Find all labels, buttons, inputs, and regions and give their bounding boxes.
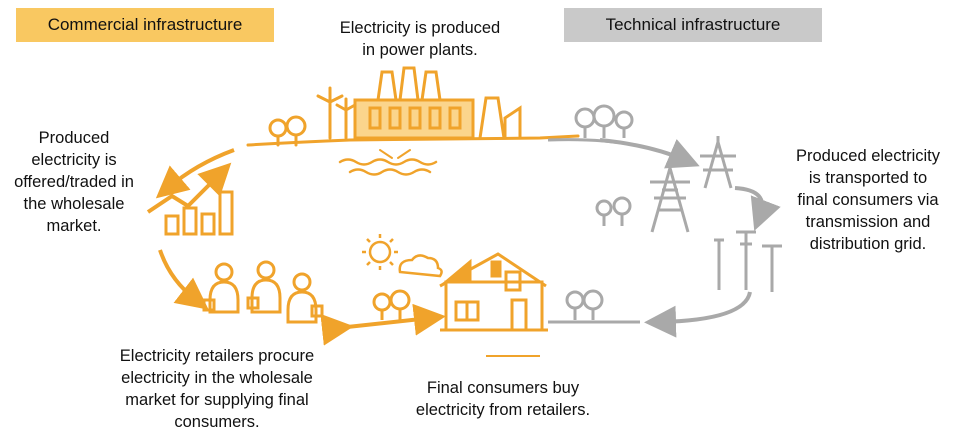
arrow-retailers-consumers <box>320 303 446 346</box>
arrow-market-to-retailers <box>158 249 209 310</box>
sun-cloud-icon <box>362 234 443 278</box>
power-plant-icon <box>246 66 580 176</box>
wholesale-caption: Produced electricity is offered/traded i… <box>14 129 134 235</box>
trees-top-right-icon <box>547 104 641 148</box>
distribution-poles-icon <box>644 230 782 338</box>
trees-bottom-right-icon <box>548 289 640 324</box>
retailers-caption: Electricity retailers procure electricit… <box>119 347 315 431</box>
production-caption: Electricity is produced in power plants. <box>339 19 501 59</box>
arrow-plant-to-grid <box>599 138 700 169</box>
arrow-plant-to-market <box>155 148 235 199</box>
house-icon <box>439 252 548 332</box>
technical-infrastructure-badge: Technical infrastructure <box>564 8 822 42</box>
retailers-people-icon <box>202 260 324 324</box>
transmission-pylon-icon <box>595 136 781 233</box>
commercial-infrastructure-badge: Commercial infrastructure <box>16 8 274 42</box>
consumers-caption: Final consumers buy electricity from ret… <box>415 379 591 419</box>
transport-caption: Produced electricity is transported to f… <box>796 147 940 253</box>
wholesale-market-chart-icon <box>146 162 234 236</box>
